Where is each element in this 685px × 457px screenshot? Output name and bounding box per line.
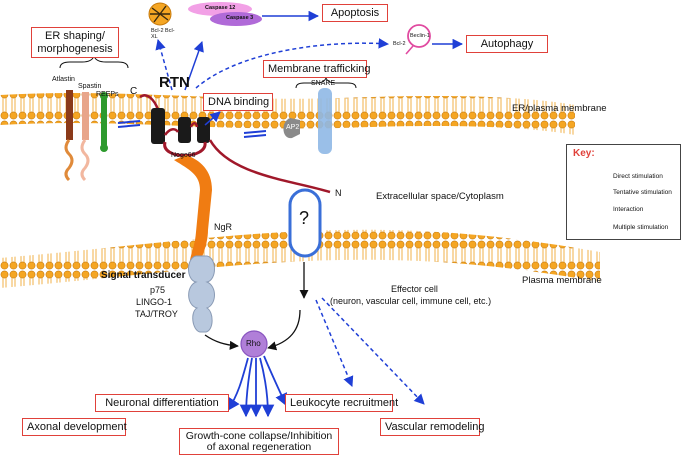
dna-binding-box: DNA binding: [203, 93, 273, 111]
arrow-rtn-to-bcl2: [155, 38, 173, 91]
nogo66-label: Nogo66: [171, 152, 196, 159]
plasma-membrane-label: Plasma membrane: [522, 275, 602, 286]
rtn-protein: [139, 94, 331, 194]
caspase3-ellipse: [210, 12, 262, 26]
ngr-receptor: [174, 155, 212, 262]
key-item-multiple: Multiple stimulation: [613, 224, 669, 231]
signal-transducer-taj-troy: TAJ/TROY: [135, 309, 178, 319]
key-item-interaction: Interaction: [613, 206, 644, 213]
key-item-direct: Direct stimulation: [613, 173, 663, 180]
spastin-protein: [80, 92, 90, 182]
arrow-rho-to-growthcone-left: [239, 357, 253, 418]
unknown-receptor-label: ?: [299, 208, 310, 228]
ngr-label: NgR: [214, 222, 233, 232]
vascular-remodeling-box: Vascular remodeling: [380, 418, 484, 436]
reeps-label: REEPs: [96, 91, 119, 98]
n-terminus-label: N: [335, 188, 342, 198]
extracellular-label: Extracellular space/Cytoplasm: [376, 191, 504, 202]
interaction-symbol-reeps: [117, 120, 141, 128]
signal-transducer-shape: [188, 255, 215, 333]
spastin-label: Spastin: [78, 83, 102, 90]
beclin1-icon: [405, 24, 431, 55]
key-legend: Key: Direct stimulation Tentative stimul…: [566, 144, 681, 240]
apoptosis-box: Apoptosis: [322, 4, 388, 22]
rtn-title: RTN: [159, 74, 190, 91]
plasma-membrane: [0, 229, 600, 288]
key-item-tentative: Tentative stimulation: [613, 189, 672, 196]
arrow-rho-to-leukocyte: [263, 355, 287, 407]
membrane-trafficking-box: Membrane trafficking: [263, 60, 371, 78]
effector-cell-label: Effector cell: [391, 284, 438, 294]
arrow-rtn-to-bcl2-beclin: [195, 38, 390, 89]
bcl2-bclxl-icon: [148, 2, 172, 26]
effector-cell-examples: (neuron, vascular cell, immune cell, etc…: [330, 296, 492, 306]
er-shaping-box: ER shaping/ morphogenesis: [31, 27, 119, 58]
atlastin-label: Atlastin: [52, 76, 75, 83]
trafficking-brace: [295, 76, 357, 89]
er-plasma-membrane-label: ER/plasma membrane: [512, 103, 607, 114]
arrow-effector-to-vascular: [321, 297, 425, 405]
leukocyte-recruitment-box: Leukocyte recruitment: [285, 394, 398, 412]
arrow-rtn-to-caspase: [184, 41, 204, 91]
dna-binding-arrow: [204, 111, 221, 126]
arrow-effector-to-rho: [267, 309, 301, 351]
caspase3-label: Caspase 3: [226, 15, 254, 21]
key-title: Key:: [573, 148, 595, 159]
arrow-rho-to-growthcone-right: [259, 357, 275, 418]
neuronal-differentiation-box: Neuronal differentiation: [95, 394, 229, 412]
reeps-protein: [100, 92, 108, 152]
signal-transducer-p75: p75: [150, 285, 166, 295]
bcl2-bclxl-label: Bcl-2 Bcl-XL: [151, 28, 175, 40]
beclin1-label: Beclin-1: [410, 33, 430, 39]
snare-label: SNARE: [311, 80, 336, 87]
caspase12-label: Caspase 12: [205, 5, 236, 11]
arrow-rho-to-axonal: [227, 357, 249, 412]
nogo66-loop: [163, 141, 207, 157]
signal-transducer-title: Signal transducer: [101, 270, 186, 281]
arrow-transducer-to-rho: [204, 334, 239, 350]
bcl2-label: Bcl-2: [393, 41, 406, 47]
interaction-symbol-rtn-ap2: [243, 130, 267, 138]
er-membrane: [0, 93, 575, 135]
atlastin-protein: [64, 90, 74, 182]
rho-label: Rho: [246, 339, 261, 348]
axonal-development-box: Axonal development: [22, 418, 127, 436]
ap2-label: AP2: [286, 124, 300, 131]
c-terminus-label: C: [130, 86, 138, 97]
signal-transducer-lingo1: LINGO-1: [136, 297, 173, 307]
unknown-receptor: [288, 188, 322, 258]
autophagy-box: Autophagy: [466, 35, 548, 53]
snare-protein: [318, 88, 332, 154]
arrow-effector-to-leukocyte: [315, 299, 354, 387]
rho-node: [240, 330, 268, 358]
ap2-protein: [283, 118, 300, 139]
growth-cone-box: Growth-cone collapse/Inhibition of axona…: [179, 428, 339, 455]
